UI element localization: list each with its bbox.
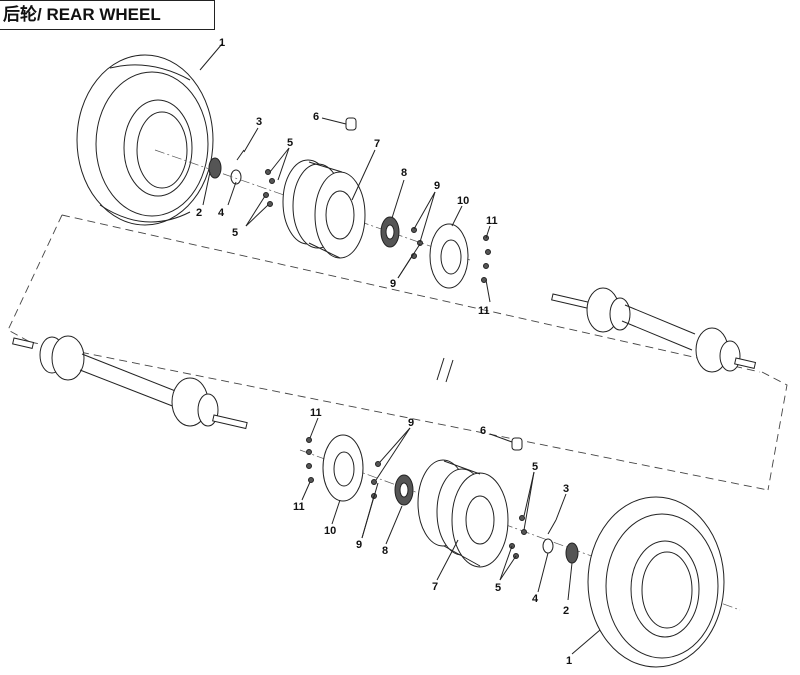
- lower-valve: [511, 437, 523, 451]
- callout-3-upper: 3: [256, 116, 262, 128]
- lower-callouts: 11 11 10 9 9 8 7 6 5 5 3 4 2 1: [293, 407, 572, 667]
- callout-11a-upper: 11: [486, 215, 498, 227]
- callout-5b-upper: 5: [232, 227, 238, 239]
- upper-hub: [380, 216, 400, 248]
- callout-5a-lower: 5: [532, 461, 538, 473]
- callout-8-lower: 8: [382, 545, 388, 557]
- callout-10-lower: 10: [324, 525, 336, 537]
- upper-tire: [76, 54, 214, 226]
- upper-studs-nuts: [236, 149, 491, 283]
- upper-bearing: [208, 157, 242, 185]
- callout-11b-lower: 11: [293, 501, 305, 513]
- callout-11b-upper: 11: [478, 305, 490, 317]
- callout-10-upper: 10: [457, 195, 469, 207]
- callout-2-lower: 2: [563, 605, 569, 617]
- callout-5a-upper: 5: [287, 137, 293, 149]
- diagram-title: 后轮/ REAR WHEEL: [0, 0, 215, 30]
- upper-brake-disc: [429, 223, 469, 289]
- upper-valve: [345, 117, 357, 131]
- lower-tire: [587, 496, 725, 668]
- callout-6-upper: 6: [313, 111, 319, 123]
- callout-4-lower: 4: [532, 593, 539, 605]
- leader-lines: [199, 43, 601, 655]
- upper-callouts: 1 2 3 4 5 5 6 7 8 9 9 10 11 11: [196, 37, 498, 317]
- lower-rim: [417, 459, 509, 568]
- callout-2-upper: 2: [196, 207, 202, 219]
- callout-3-lower: 3: [563, 483, 569, 495]
- callout-6-lower: 6: [480, 425, 486, 437]
- callout-9a-lower: 9: [408, 417, 414, 429]
- callout-4-upper: 4: [218, 207, 225, 219]
- callout-7-lower: 7: [432, 581, 438, 593]
- lower-hub: [394, 474, 414, 506]
- callout-9b-lower: 9: [356, 539, 362, 551]
- lower-bearing: [542, 538, 579, 564]
- callout-1-upper: 1: [219, 37, 225, 49]
- lower-brake-disc: [322, 434, 364, 502]
- callout-8-upper: 8: [401, 167, 407, 179]
- lower-drive-shaft: [12, 335, 248, 430]
- upper-drive-shaft: [551, 287, 757, 373]
- callout-7-upper: 7: [374, 138, 380, 150]
- callout-9a-upper: 9: [434, 180, 440, 192]
- upper-rim: [282, 159, 366, 259]
- callout-11a-lower: 11: [310, 407, 322, 419]
- callout-1-lower: 1: [566, 655, 572, 667]
- callout-9b-upper: 9: [390, 278, 396, 290]
- routing-dashed-line: [7, 214, 788, 491]
- callout-5b-lower: 5: [495, 582, 501, 594]
